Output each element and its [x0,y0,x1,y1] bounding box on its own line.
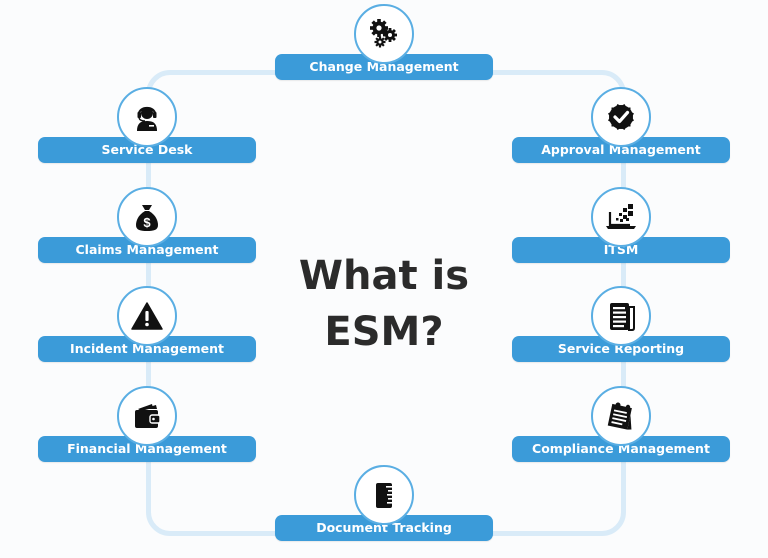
laptop-pixels-icon [591,187,651,247]
approval-management-button[interactable]: Approval Management [512,137,730,163]
node-financial-management: Financial Management [38,386,256,476]
pinned-note-icon [591,386,651,446]
title-line-1: What is [298,253,470,299]
newspaper-icon [591,286,651,346]
title-line-2: ESM? [324,309,444,355]
svg-text:$: $ [143,215,151,230]
page-title: What is ESM? [270,248,498,360]
gears-icon [354,4,414,64]
node-compliance-management: Compliance Management [512,386,730,476]
warning-icon [117,286,177,346]
node-service-desk: Service Desk [38,87,256,177]
money-bag-icon: $ [117,187,177,247]
node-incident-management: Incident Management [38,286,256,376]
verified-badge-icon [591,87,651,147]
node-change-management: Change Management [275,4,493,94]
node-itsm: ITSM [512,187,730,277]
node-document-tracking: Document Tracking [275,465,493,555]
wallet-icon [117,386,177,446]
node-service-reporting: Service Reporting [512,286,730,376]
notebook-icon [354,465,414,525]
node-claims-management: $ Claims Management [38,187,256,277]
headset-agent-icon [117,87,177,147]
compliance-management-button[interactable]: Compliance Management [512,436,730,462]
node-approval-management: Approval Management [512,87,730,177]
